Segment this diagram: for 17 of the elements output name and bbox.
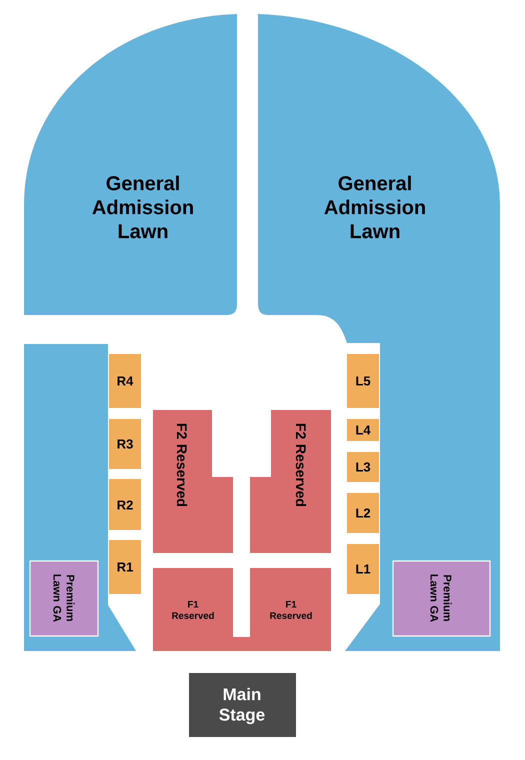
seating-section: F2 Reserved — [250, 410, 331, 553]
seating-section: L1 — [347, 544, 379, 594]
seating-section: R3 — [109, 419, 141, 469]
seating-section: L2 — [347, 493, 379, 533]
seating-section: L5 — [347, 354, 379, 408]
seating-section: Premium Lawn GA — [392, 560, 491, 637]
seating-section: F1 Reserved — [250, 568, 331, 651]
seating-section: L4 — [347, 419, 379, 441]
seating-section: Premium Lawn GA — [29, 560, 99, 637]
seating-section: F2 Reserved — [153, 410, 233, 553]
lawn-section: General Admission Lawn — [24, 14, 237, 315]
seating-section: R2 — [109, 479, 141, 530]
seating-section: R1 — [109, 540, 141, 594]
seating-section: F1 Reserved — [153, 568, 250, 651]
stage: Main Stage — [189, 673, 296, 737]
seating-section: L3 — [347, 452, 379, 482]
seating-section: R4 — [109, 354, 141, 408]
